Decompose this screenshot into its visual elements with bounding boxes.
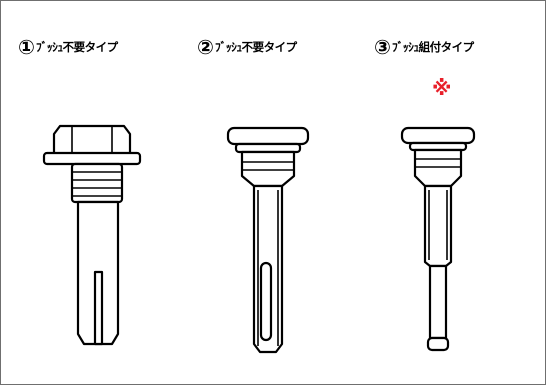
pin-1-illustration [42, 124, 142, 346]
pin-1-slot [93, 270, 104, 346]
item-1-number: ① [18, 35, 35, 59]
pin-3-head [400, 126, 476, 145]
pin-2-slot [259, 261, 273, 342]
pin-2-collar [240, 150, 296, 188]
pin-3-illustration [400, 126, 476, 352]
item-2-label: ② ﾌﾞｯｼｭ不要タイプ [197, 36, 297, 58]
pin-3-lower-shaft [428, 264, 448, 340]
item-3-number: ③ [374, 35, 391, 59]
pin-1-flange [42, 151, 142, 166]
item-1-text: ﾌﾞｯｼｭ不要タイプ [35, 40, 118, 54]
item-3-text: ﾌﾞｯｼｭ組付タイプ [391, 40, 474, 54]
item-2-text: ﾌﾞｯｼｭ不要タイプ [214, 40, 297, 54]
item-2-number: ② [197, 35, 214, 59]
pin-3-tip [426, 336, 450, 352]
note-reference-mark: ※ [432, 76, 452, 100]
pin-2-head [226, 126, 310, 146]
item-1-label: ① ﾌﾞｯｼｭ不要タイプ [18, 36, 118, 58]
pin-2-illustration [226, 126, 310, 354]
item-3-label: ③ ﾌﾞｯｼｭ組付タイプ [374, 36, 474, 58]
pin-3-collar [413, 148, 463, 188]
